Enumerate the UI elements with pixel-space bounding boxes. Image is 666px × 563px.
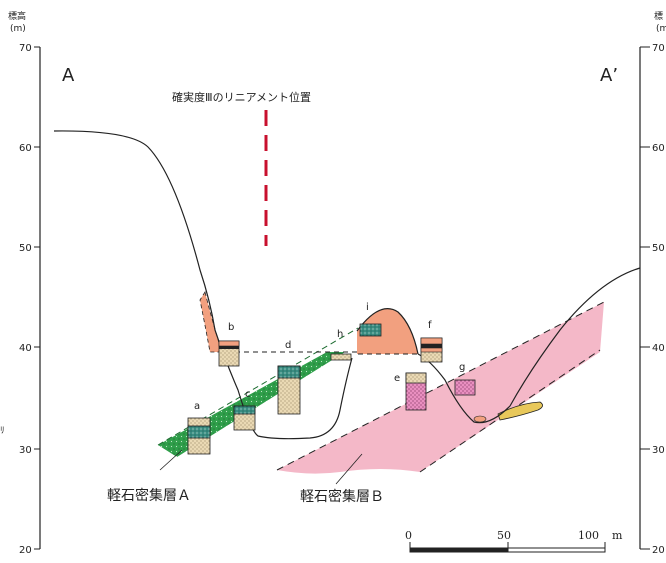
- fill-deposit-i: [357, 308, 418, 354]
- right-tick-60: 60: [652, 143, 665, 154]
- right-tick-20: 20: [652, 545, 665, 556]
- layer-b-label: 軽石密集層Ｂ: [300, 488, 384, 505]
- fill-deposit-b: [199, 290, 223, 353]
- right-tick-40: 40: [652, 343, 665, 354]
- borehole-f-label: f: [428, 320, 432, 331]
- borehole-e-label: e: [394, 373, 400, 384]
- layer-a-label: 軽石密集層Ａ: [107, 487, 191, 504]
- ground-profile-left: [53, 130, 353, 440]
- borehole-c-label: c: [245, 389, 251, 400]
- ground-profile-right: [417, 267, 641, 424]
- borehole-g: g: [454, 362, 476, 396]
- right-tick-70: 70: [652, 43, 665, 54]
- layer-a-leader: [159, 449, 183, 471]
- left-tick-40: 40: [19, 343, 32, 354]
- borehole-c: c: [233, 389, 256, 431]
- left-tick-60: 60: [19, 143, 32, 154]
- scale-tick-0: 0: [405, 529, 412, 542]
- section-end-label: A’: [600, 65, 618, 86]
- borehole-b: b: [218, 322, 240, 367]
- lineament-label: 確実度Ⅲのリニアメント位置: [172, 90, 311, 104]
- borehole-g-label: g: [459, 362, 465, 373]
- borehole-i-label: i: [366, 302, 369, 313]
- scale-tick-100: 100: [578, 529, 599, 542]
- scale-tick-50: 50: [497, 529, 511, 542]
- section-start-label: A: [62, 65, 75, 86]
- right-tick-30: 30: [652, 445, 665, 456]
- borehole-d: d: [277, 340, 301, 415]
- borehole-h: h: [330, 329, 352, 361]
- borehole-i: i: [359, 302, 382, 337]
- scale-bar: 0 50 100 m: [405, 529, 623, 553]
- left-axis-title: 標高: [8, 10, 26, 22]
- borehole-a: a: [187, 401, 211, 455]
- right-axis-title: 標: [654, 10, 663, 22]
- left-tick-70: 70: [19, 43, 32, 54]
- pumice-bed-a: [158, 352, 345, 457]
- left-tick-30: 30: [19, 445, 32, 456]
- left-tick-50: 50: [19, 243, 32, 254]
- borehole-b-label: b: [228, 322, 234, 333]
- borehole-d-label: d: [285, 340, 291, 351]
- scale-unit: m: [612, 529, 623, 542]
- borehole-e: e: [394, 372, 427, 411]
- layer-b-leader: [335, 453, 363, 485]
- borehole-a-label: a: [194, 401, 200, 412]
- borehole-h-label: h: [337, 329, 343, 340]
- right-tick-50: 50: [652, 243, 665, 254]
- left-tick-20: 20: [19, 545, 32, 556]
- left-axis: 標高 (m) 70 60 50 40 30 20: [8, 10, 41, 556]
- yellow-lens: [497, 401, 543, 421]
- right-axis-unit: (m: [656, 24, 666, 34]
- right-axis: 標 (m 70 60 50 40 30 20: [639, 10, 666, 556]
- left-edge-mark: ﾘ: [0, 426, 5, 436]
- pumice-bed-b: [277, 302, 604, 474]
- borehole-f: f: [420, 320, 443, 363]
- left-axis-unit: (m): [10, 24, 26, 34]
